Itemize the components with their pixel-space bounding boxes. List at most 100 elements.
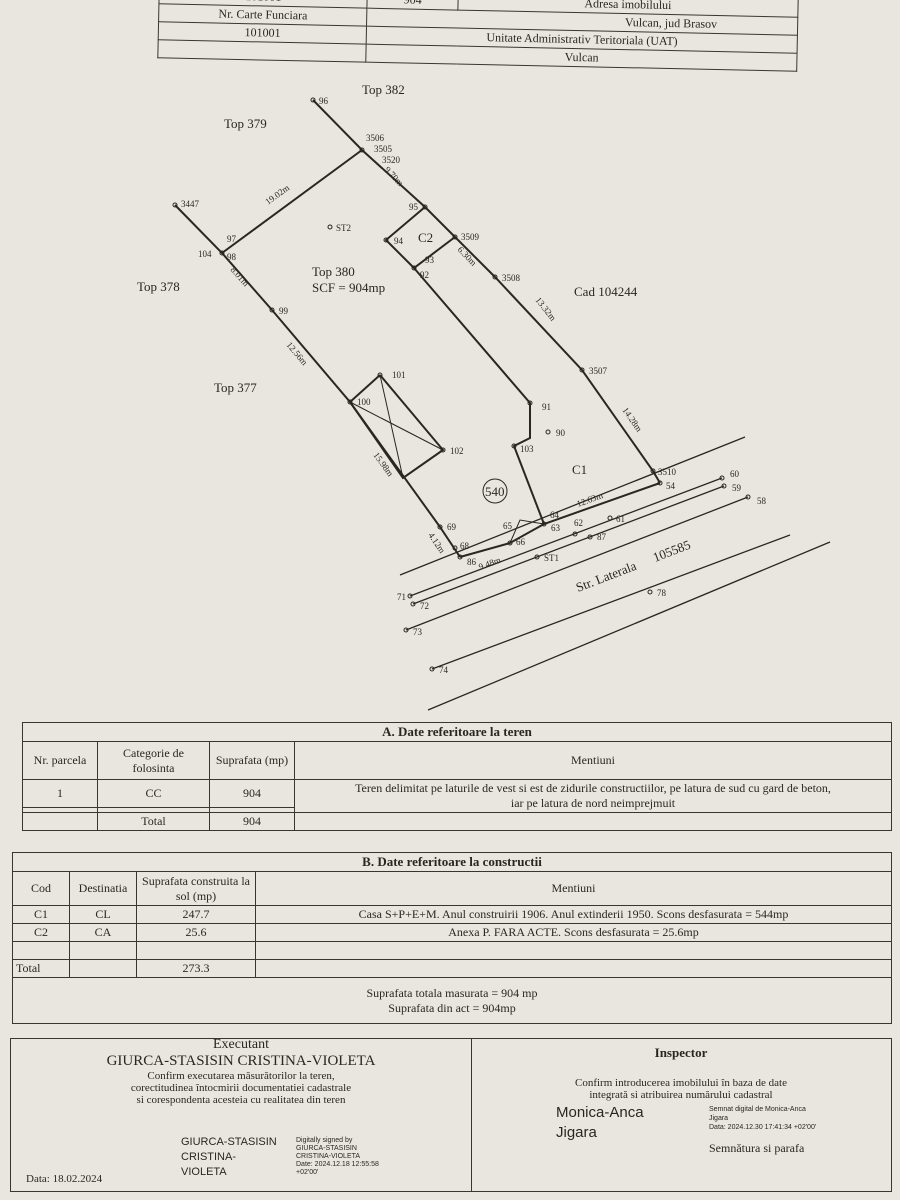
svg-text:3447: 3447 xyxy=(181,199,200,209)
svg-text:90: 90 xyxy=(556,428,566,438)
svg-text:69: 69 xyxy=(447,522,457,532)
svg-text:97: 97 xyxy=(227,234,237,244)
svg-text:13.32m: 13.32m xyxy=(533,295,558,323)
inspector-box: Inspector Confirm introducerea imobilulu… xyxy=(471,1039,891,1191)
signature-section: Executant GIURCA-STASISIN CRISTINA-VIOLE… xyxy=(10,1037,892,1192)
neighbor-label: Cad 104244 xyxy=(574,284,638,299)
svg-text:9.48m: 9.48m xyxy=(477,555,502,572)
svg-text:3508: 3508 xyxy=(502,273,521,283)
executant-title: Executant xyxy=(213,1037,269,1052)
svg-text:66: 66 xyxy=(516,537,526,547)
col-header: Suprafata (mp) xyxy=(209,741,295,780)
svg-text:98: 98 xyxy=(227,252,237,262)
svg-text:92: 92 xyxy=(420,270,429,280)
total-value: 273.3 xyxy=(136,959,256,978)
svg-text:100: 100 xyxy=(357,397,371,407)
total-label: Total xyxy=(12,959,70,978)
parcel-number-circle xyxy=(482,478,508,504)
executant-box: Executant GIURCA-STASISIN CRISTINA-VIOLE… xyxy=(11,1037,472,1191)
svg-text:91: 91 xyxy=(542,402,551,412)
parcel-boundary xyxy=(174,99,661,558)
svg-text:78: 78 xyxy=(657,588,667,598)
cell-notes: Teren delimitat pe laturile de vest si e… xyxy=(294,779,892,813)
col-header: Cod xyxy=(12,871,70,906)
executant-date: Data: 18.02.2024 xyxy=(26,1173,103,1185)
svg-text:58: 58 xyxy=(757,496,767,506)
cell: CC xyxy=(97,778,210,809)
svg-text:54: 54 xyxy=(666,481,676,491)
svg-text:71: 71 xyxy=(397,592,406,602)
svg-text:59: 59 xyxy=(732,483,742,493)
street-number: 105585 xyxy=(651,537,693,565)
svg-text:104: 104 xyxy=(198,249,212,259)
neighbor-label: Top 378 xyxy=(137,279,180,294)
building-label: C1 xyxy=(572,462,587,477)
svg-text:61: 61 xyxy=(616,514,625,524)
confirm-text: si corespondenta acesteia cu realitatea … xyxy=(136,1094,346,1106)
building-label: C2 xyxy=(418,230,433,245)
street-lines xyxy=(399,436,831,711)
confirm-text: integrată si atribuirea numărului cadast… xyxy=(589,1089,773,1101)
svg-text:60: 60 xyxy=(730,469,740,479)
act-area: Suprafata din act = 904mp xyxy=(388,1000,516,1015)
col-header: Categorie de folosinta xyxy=(97,741,210,780)
inspector-title: Inspector xyxy=(654,1045,708,1060)
svg-text:94: 94 xyxy=(394,236,404,246)
col-header: Suprafata construita la sol (mp) xyxy=(136,871,256,906)
street-label: Str. Laterala xyxy=(574,558,639,595)
svg-text:3506: 3506 xyxy=(366,133,385,143)
svg-text:103: 103 xyxy=(520,444,534,454)
col-header: Nr. parcela xyxy=(22,741,98,780)
svg-text:102: 102 xyxy=(450,446,464,456)
svg-text:93: 93 xyxy=(425,255,435,265)
executant-name: GIURCA-STASISIN CRISTINA-VIOLETA xyxy=(106,1053,376,1069)
svg-text:62: 62 xyxy=(574,518,583,528)
confirm-text: Confirm executarea măsurătorilor la tere… xyxy=(147,1070,335,1082)
col-header: Mentiuni xyxy=(294,741,892,780)
total-value: 904 xyxy=(209,812,295,831)
svg-text:8.01m: 8.01m xyxy=(229,265,252,289)
neighbor-label: Top 379 xyxy=(224,116,267,131)
parcel-area: SCF = 904mp xyxy=(312,280,385,295)
section-b-title: B. Date referitoare la constructii xyxy=(12,852,892,872)
svg-text:73: 73 xyxy=(413,627,423,637)
svg-text:101: 101 xyxy=(392,370,406,380)
svg-text:99: 99 xyxy=(279,306,289,316)
note-line: iar pe latura de nord neimprejmuit xyxy=(510,796,676,810)
svg-text:87: 87 xyxy=(597,532,607,542)
confirm-text: corectitudinea întocmirii documentatiei … xyxy=(130,1082,352,1094)
confirm-text: Confirm introducerea imobilului în baza … xyxy=(575,1077,787,1089)
svg-text:3507: 3507 xyxy=(589,366,608,376)
svg-text:86: 86 xyxy=(467,557,477,567)
svg-text:19.02m: 19.02m xyxy=(263,183,291,207)
signature-stamp-label: Semnătura si parafa xyxy=(709,1141,805,1155)
svg-text:3509: 3509 xyxy=(461,232,480,242)
cell: 904 xyxy=(209,778,295,809)
section-a-title: A. Date referitoare la teren xyxy=(22,722,892,742)
cadastral-plan: Top 382 Top 379 Top 378 Top 377 Top 380 … xyxy=(137,82,831,711)
svg-text:74: 74 xyxy=(439,665,449,675)
neighbor-label: Top 382 xyxy=(362,82,405,97)
svg-text:3520: 3520 xyxy=(382,155,401,165)
section-a-table: A. Date referitoare la teren Nr. parcela… xyxy=(22,722,892,831)
svg-text:63: 63 xyxy=(551,523,561,533)
svg-text:3510: 3510 xyxy=(658,467,677,477)
svg-text:3505: 3505 xyxy=(374,144,393,154)
col-header: Destinatia xyxy=(69,871,137,906)
svg-text:65: 65 xyxy=(503,521,513,531)
cell: 1 xyxy=(22,778,98,809)
svg-text:ST2: ST2 xyxy=(336,223,351,233)
col-header: Mentiuni xyxy=(255,871,892,906)
svg-text:12.63m: 12.63m xyxy=(575,490,604,509)
parcel-number: 540 xyxy=(485,484,505,499)
svg-text:15.98m: 15.98m xyxy=(371,450,395,478)
svg-text:96: 96 xyxy=(319,96,329,106)
svg-text:ST1: ST1 xyxy=(544,553,559,563)
measured-area: Suprafata totala masurata = 904 mp xyxy=(366,985,538,1000)
